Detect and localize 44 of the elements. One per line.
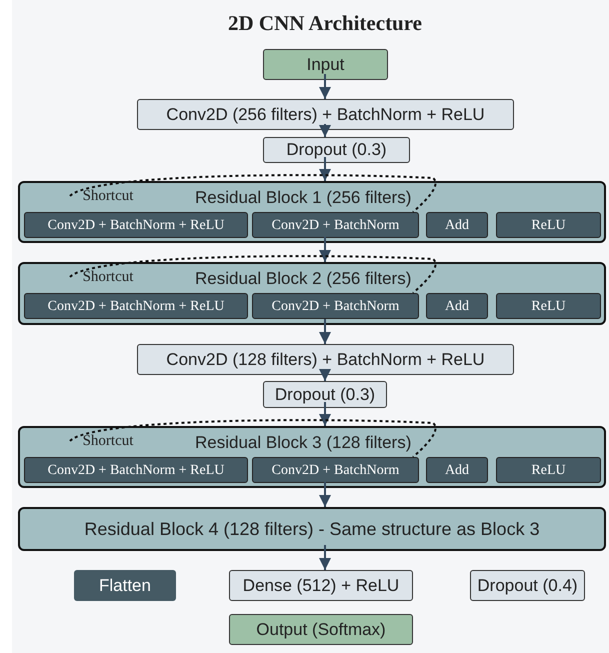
io-box: Output (Softmax) <box>229 614 413 645</box>
layer-box: Conv2D + BatchNorm <box>252 293 419 319</box>
arrow <box>319 482 331 507</box>
arrow <box>319 369 331 381</box>
layer-box: Add <box>426 293 488 319</box>
layer-box: Dropout (0.3) <box>263 381 387 408</box>
layer-box: Dropout (0.4) <box>470 570 585 601</box>
layer-box: Add <box>426 457 488 483</box>
arrow <box>319 157 331 181</box>
shortcut-connector <box>70 174 436 213</box>
arrow <box>319 74 331 99</box>
shortcut-label: Shortcut <box>72 187 144 205</box>
residual-block-panel <box>18 181 606 243</box>
layer-box: Conv2D + BatchNorm <box>252 457 419 483</box>
shortcut-label: Shortcut <box>72 432 144 450</box>
layer-box: Conv2D + BatchNorm + ReLU <box>24 212 248 238</box>
arrow <box>319 237 331 262</box>
diagram-title: 2D CNN Architecture <box>226 10 423 37</box>
residual-block-panel: Residual Block 4 (128 filters) - Same structure as Block 3 <box>18 507 606 551</box>
arrow <box>319 402 331 426</box>
arrow <box>319 545 331 570</box>
block-heading: Residual Block 3 (128 filters) <box>195 433 412 452</box>
layer-box: Add <box>426 212 488 238</box>
residual-block-panel <box>18 262 606 325</box>
arrow <box>319 124 331 137</box>
block-heading: Residual Block 1 (256 filters) <box>195 188 412 207</box>
layer-box: Dense (512) + ReLU <box>229 570 413 601</box>
layer-box: ReLU <box>496 212 601 238</box>
layer-box: ReLU <box>496 457 601 483</box>
layer-box: ReLU <box>496 293 601 319</box>
layer-box: Flatten <box>74 570 176 601</box>
arrow <box>319 319 331 344</box>
residual-block-panel <box>18 426 606 488</box>
shortcut-label: Shortcut <box>72 268 144 286</box>
io-box: Input <box>263 49 388 80</box>
layer-box: Dropout (0.3) <box>263 137 410 163</box>
layer-box: Conv2D + BatchNorm + ReLU <box>24 457 248 483</box>
layer-box: Conv2D (128 filters) + BatchNorm + ReLU <box>137 344 514 375</box>
shortcut-connector <box>70 419 436 458</box>
shortcut-connector <box>70 255 436 294</box>
layer-box: Conv2D + BatchNorm <box>252 212 419 238</box>
block-heading: Residual Block 2 (256 filters) <box>195 269 412 288</box>
layer-box: Conv2D (256 filters) + BatchNorm + ReLU <box>137 99 514 130</box>
layer-box: Conv2D + BatchNorm + ReLU <box>24 293 248 319</box>
